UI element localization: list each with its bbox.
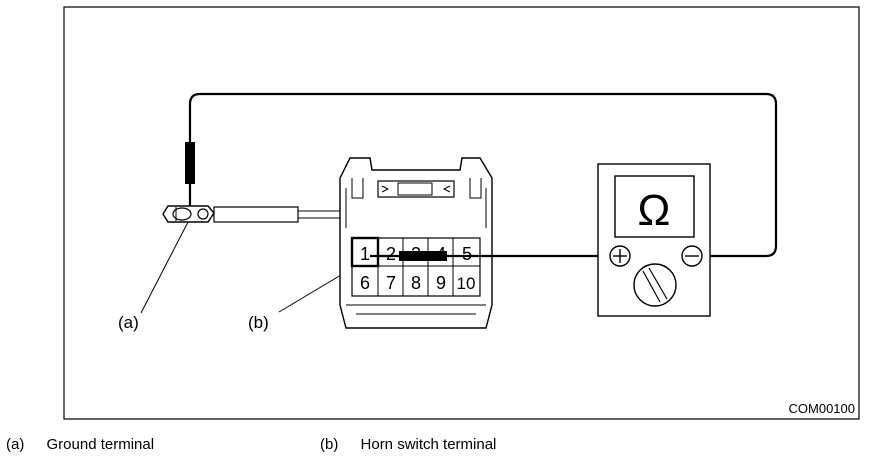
legend-item-b: (b) Horn switch terminal <box>320 436 496 454</box>
ohmmeter: Ω <box>597 163 711 317</box>
leader-a <box>140 221 189 314</box>
meter-display <box>614 175 695 238</box>
legend-text-a: Ground terminal <box>46 436 155 453</box>
horn-switch-connector: 1 2 3 4 5 6 7 8 9 10 <box>339 157 493 329</box>
positive-probe-sleeve <box>399 251 447 261</box>
callout-b: (b) <box>248 313 269 332</box>
pin-label-10: 10 <box>457 274 476 293</box>
ohm-symbol: Ω <box>638 186 671 235</box>
leader-b <box>278 274 342 313</box>
legend-tag-b: (b) <box>320 436 339 453</box>
selector-dial-icon <box>633 263 677 307</box>
figure-code: COM00100 <box>789 401 855 416</box>
pin-label-1: 1 <box>360 244 370 264</box>
figure-frame <box>63 6 860 420</box>
pin-label-8: 8 <box>411 273 421 293</box>
ground-probe-sleeve <box>185 142 195 184</box>
callout-a: (a) <box>118 313 139 332</box>
pin-label-9: 9 <box>436 273 446 293</box>
pin-label-6: 6 <box>360 273 370 293</box>
legend-item-a: (a) Ground terminal <box>6 436 154 454</box>
pin-label-2: 2 <box>386 244 396 264</box>
legend-tag-a: (a) <box>6 436 25 453</box>
minus-terminal-icon <box>681 245 703 267</box>
ground-terminal <box>162 205 340 223</box>
plus-terminal-icon <box>609 245 631 267</box>
legend-text-b: Horn switch terminal <box>360 436 497 453</box>
pin-label-7: 7 <box>386 273 396 293</box>
pin-label-5: 5 <box>462 244 472 264</box>
test-lead-ground <box>188 92 778 258</box>
